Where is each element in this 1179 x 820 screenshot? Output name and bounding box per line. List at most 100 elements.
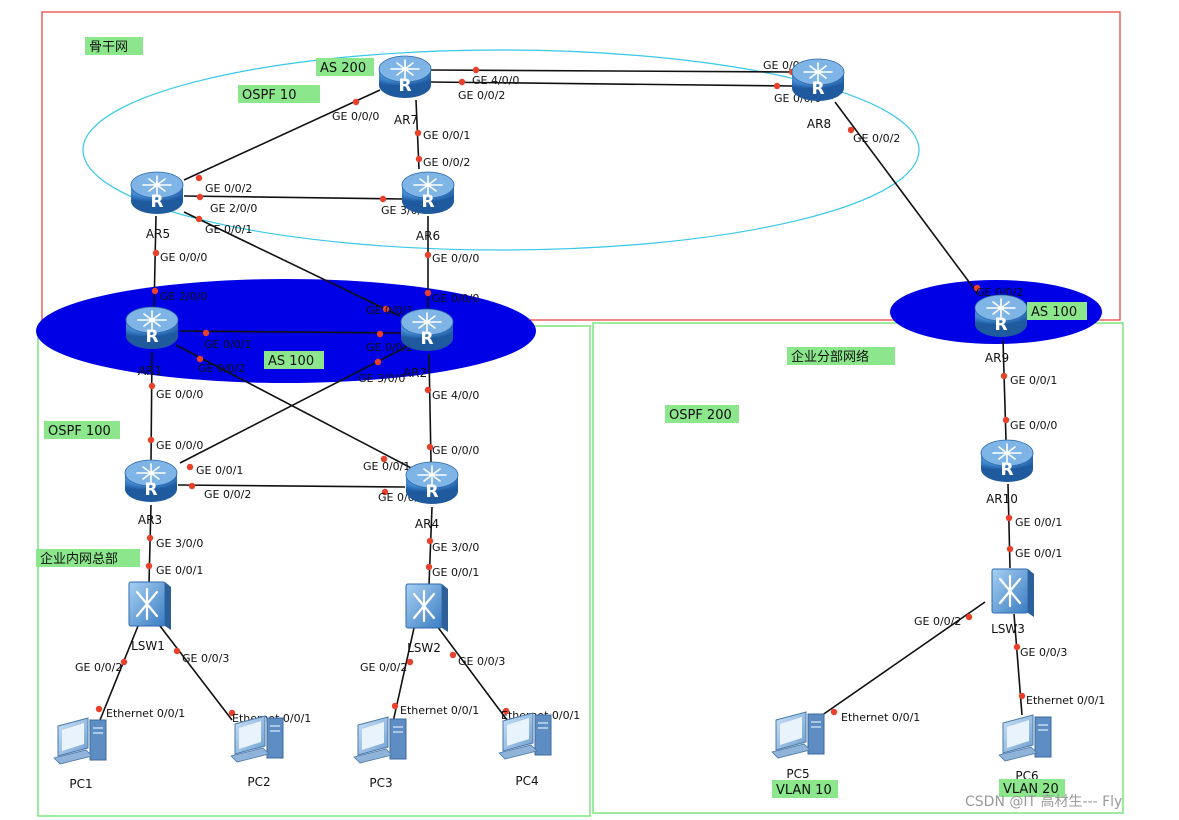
port-label: GE 0/0/0 (156, 388, 203, 401)
port-dot[interactable] (773, 82, 781, 90)
port-label: GE 0/0/0 (156, 439, 203, 452)
port-dot[interactable] (195, 174, 203, 182)
as100-hq-tag: AS 100 (264, 351, 324, 369)
port-dot[interactable] (380, 455, 388, 463)
port-dot[interactable] (391, 702, 399, 710)
lsw1-label: LSW1 (131, 639, 165, 653)
branch-zone-label: 企业分部网络 (787, 347, 895, 365)
ar5-router-icon[interactable]: R (130, 171, 184, 214)
port-dot[interactable] (147, 436, 155, 444)
ar7-router-icon[interactable]: R (378, 55, 432, 98)
port-dot[interactable] (449, 651, 457, 659)
port-dot[interactable] (472, 66, 480, 74)
svg-text:骨干网: 骨干网 (89, 40, 128, 55)
port-dot[interactable] (414, 129, 422, 137)
pc1-pc-icon[interactable] (53, 717, 107, 765)
ar3-router-icon[interactable]: R (124, 459, 178, 502)
ar6-router-icon[interactable]: R (401, 171, 455, 214)
vlan20-tag: VLAN 20 (999, 779, 1065, 797)
pc5-pc-icon[interactable] (771, 711, 825, 759)
pc3-pc-icon[interactable] (353, 716, 407, 764)
port-dot[interactable] (1013, 643, 1021, 651)
link-ar8-ar9 (834, 101, 979, 295)
port-dot[interactable] (352, 98, 360, 106)
port-dot[interactable] (965, 613, 973, 621)
port-dot[interactable] (502, 707, 510, 715)
link-ar1-ar2 (179, 330, 403, 334)
port-dot[interactable] (151, 287, 159, 295)
svg-text:R: R (1000, 460, 1013, 480)
port-dot[interactable] (374, 358, 382, 366)
port-dot[interactable] (426, 443, 434, 451)
port-label: GE 0/0/3 (182, 652, 229, 665)
port-dot[interactable] (424, 289, 432, 297)
port-label: GE 0/0/1 (205, 223, 252, 236)
port-label: GE 0/0/1 (196, 464, 243, 477)
port-dot[interactable] (1000, 372, 1008, 380)
port-dot[interactable] (188, 482, 196, 490)
pc1-label: PC1 (69, 777, 92, 791)
port-dot[interactable] (376, 330, 384, 338)
port-dot[interactable] (424, 251, 432, 259)
pc4-pc-icon[interactable] (498, 712, 552, 760)
port-dot[interactable] (196, 193, 204, 201)
lsw2-label: LSW2 (407, 641, 441, 655)
backbone-zone-label: 骨干网 (85, 37, 143, 55)
ar8-router-icon[interactable]: R (791, 58, 845, 101)
port-label: GE 0/0/2 (853, 132, 900, 145)
svg-text:OSPF 100: OSPF 100 (48, 424, 111, 439)
lsw3-switch-icon[interactable] (991, 568, 1034, 617)
port-dot[interactable] (424, 386, 432, 394)
port-dot[interactable] (406, 658, 414, 666)
link-ar3-ar4 (177, 484, 406, 488)
ar1-router-icon[interactable]: R (125, 306, 179, 349)
port-dot[interactable] (195, 215, 203, 223)
port-dot[interactable] (830, 708, 838, 716)
port-dot[interactable] (152, 249, 160, 257)
port-dot[interactable] (1005, 514, 1013, 522)
port-dot[interactable] (146, 534, 154, 542)
ar4-router-icon[interactable]: R (405, 461, 459, 504)
lsw2-switch-icon[interactable] (405, 583, 448, 632)
ar2-router-icon[interactable]: R (400, 308, 454, 351)
ar9-router-icon[interactable]: R (974, 294, 1028, 337)
port-dot[interactable] (425, 563, 433, 571)
port-dot[interactable] (382, 305, 390, 313)
link-ar9-ar10 (1002, 339, 1007, 441)
port-dot[interactable] (228, 709, 236, 717)
ar10-label: AR10 (986, 492, 1018, 506)
port-dot[interactable] (847, 126, 855, 134)
svg-text:AS 100: AS 100 (1031, 305, 1077, 320)
port-dot[interactable] (95, 705, 103, 713)
port-dot[interactable] (196, 355, 204, 363)
port-dot[interactable] (458, 78, 466, 86)
pc5-label: PC5 (786, 767, 809, 781)
port-dot[interactable] (1006, 545, 1014, 553)
port-label: GE 0/0/1 (423, 129, 470, 142)
port-dot[interactable] (415, 155, 423, 163)
svg-text:AS 200: AS 200 (320, 61, 366, 76)
pc6-pc-icon[interactable] (998, 714, 1052, 762)
port-dot[interactable] (148, 382, 156, 390)
ar10-router-icon[interactable]: R (980, 439, 1034, 482)
link-lsw1-pc2 (159, 625, 233, 721)
pc2-pc-icon[interactable] (230, 715, 284, 763)
port-dot[interactable] (426, 537, 434, 545)
port-dot[interactable] (173, 647, 181, 655)
svg-text:R: R (811, 79, 824, 99)
port-dot[interactable] (379, 195, 387, 203)
port-dot[interactable] (381, 488, 389, 496)
link-ar5-ar2 (183, 211, 401, 317)
port-dot[interactable] (120, 658, 128, 666)
ar5-label: AR5 (146, 227, 170, 241)
port-label: Ethernet 0/0/1 (1026, 694, 1105, 707)
port-dot[interactable] (202, 329, 210, 337)
port-dot[interactable] (1002, 416, 1010, 424)
port-dot[interactable] (973, 284, 981, 292)
port-dot[interactable] (186, 463, 194, 471)
port-dot[interactable] (1018, 692, 1026, 700)
port-dot[interactable] (145, 562, 153, 570)
port-label: GE 0/0/2 (204, 488, 251, 501)
lsw1-switch-icon[interactable] (128, 581, 171, 630)
ar1-label: AR1 (138, 364, 162, 378)
